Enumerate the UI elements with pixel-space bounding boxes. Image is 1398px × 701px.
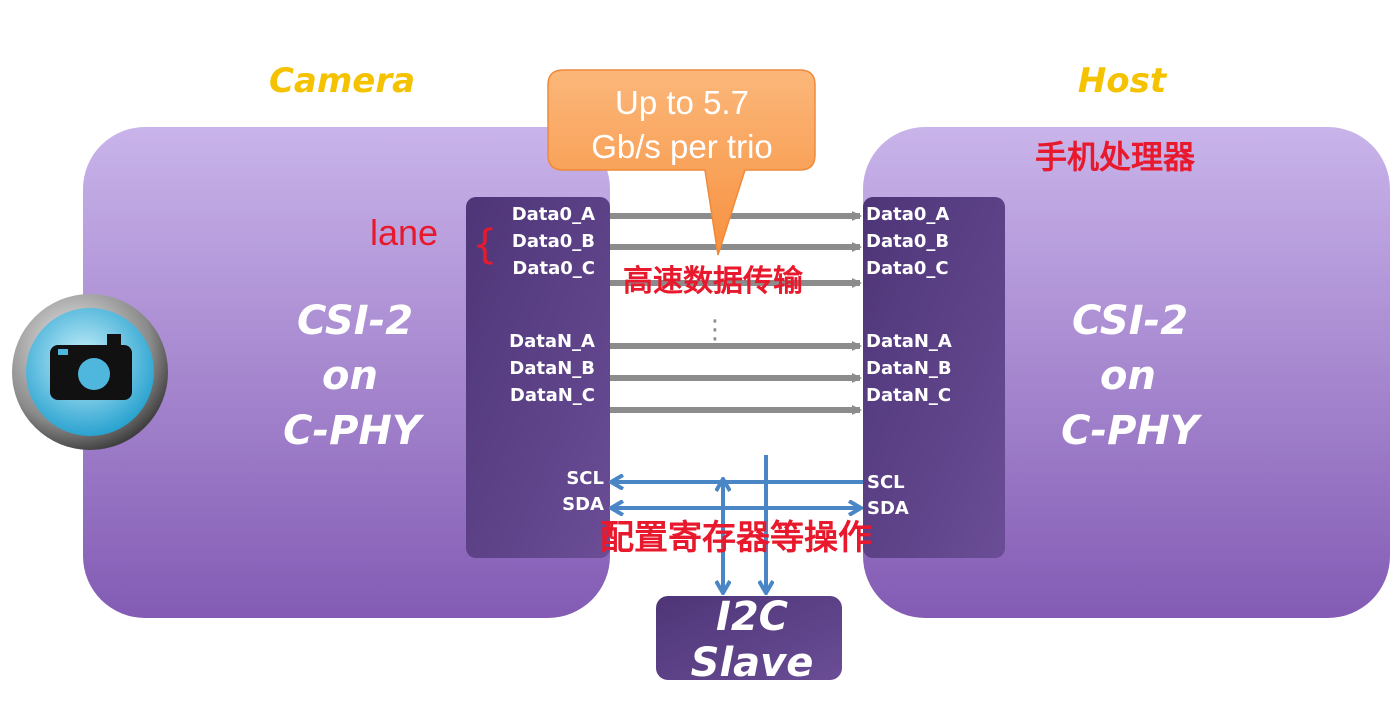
camera-pin-label: Data0_A	[512, 204, 595, 225]
camera-pin-label: Data0_B	[512, 231, 595, 252]
svg-text:Gb/s per trio: Gb/s per trio	[591, 128, 773, 165]
camera-title: Camera	[269, 61, 415, 101]
svg-text:I2C: I2C	[716, 594, 788, 640]
svg-text:C-PHY: C-PHY	[283, 408, 425, 454]
camera-pin-label: DataN_C	[510, 385, 595, 406]
camera-pin-labels: Data0_A Data0_B Data0_C DataN_A DataN_B DataN…	[509, 204, 595, 406]
camera-scl-label: SCL	[566, 468, 604, 489]
svg-text:on: on	[1100, 353, 1156, 399]
speed-callout: Up to 5.7 Gb/s per trio	[547, 69, 816, 256]
host-title: Host	[1078, 61, 1168, 101]
lane-brace: {	[472, 222, 497, 268]
host-pin-label: DataN_C	[866, 385, 951, 406]
camera-pin-label: Data0_C	[512, 258, 595, 279]
host-pin-label: Data0_C	[866, 258, 949, 279]
host-pin-labels: Data0_A Data0_B Data0_C DataN_A DataN_B DataN…	[866, 204, 952, 406]
camera-icon	[12, 294, 168, 450]
host-scl-label: SCL	[867, 472, 905, 493]
host-sda-label: SDA	[867, 498, 909, 519]
camera-block-label: CSI-2 on C-PHY	[283, 298, 425, 454]
svg-text:on: on	[322, 353, 378, 399]
lane-label: lane	[370, 212, 438, 253]
i2c-slave-block: I2C Slave	[656, 594, 842, 686]
svg-text:Up to 5.7: Up to 5.7	[615, 84, 749, 121]
host-phy-panel	[863, 197, 1005, 558]
data-lane-arrows	[610, 211, 862, 415]
high-speed-annotation: 高速数据传输	[623, 264, 804, 299]
config-annotation: 配置寄存器等操作	[600, 518, 872, 558]
svg-text:CSI-2: CSI-2	[1072, 298, 1188, 344]
i2c-bus	[612, 455, 863, 592]
ellipsis: ⋮	[702, 315, 728, 345]
camera-pin-label: DataN_B	[509, 358, 595, 379]
svg-text:CSI-2: CSI-2	[297, 298, 413, 344]
svg-text:Slave: Slave	[691, 640, 814, 686]
camera-pin-label: DataN_A	[509, 331, 595, 352]
host-pin-label: DataN_A	[866, 331, 952, 352]
host-pin-label: Data0_B	[866, 231, 949, 252]
camera-phy-panel	[466, 197, 610, 558]
host-annotation: 手机处理器	[1035, 138, 1196, 176]
host-pin-label: DataN_B	[866, 358, 952, 379]
camera-sda-label: SDA	[562, 494, 604, 515]
host-block-label: CSI-2 on C-PHY	[1061, 298, 1203, 454]
svg-text:C-PHY: C-PHY	[1061, 408, 1203, 454]
host-pin-label: Data0_A	[866, 204, 949, 225]
